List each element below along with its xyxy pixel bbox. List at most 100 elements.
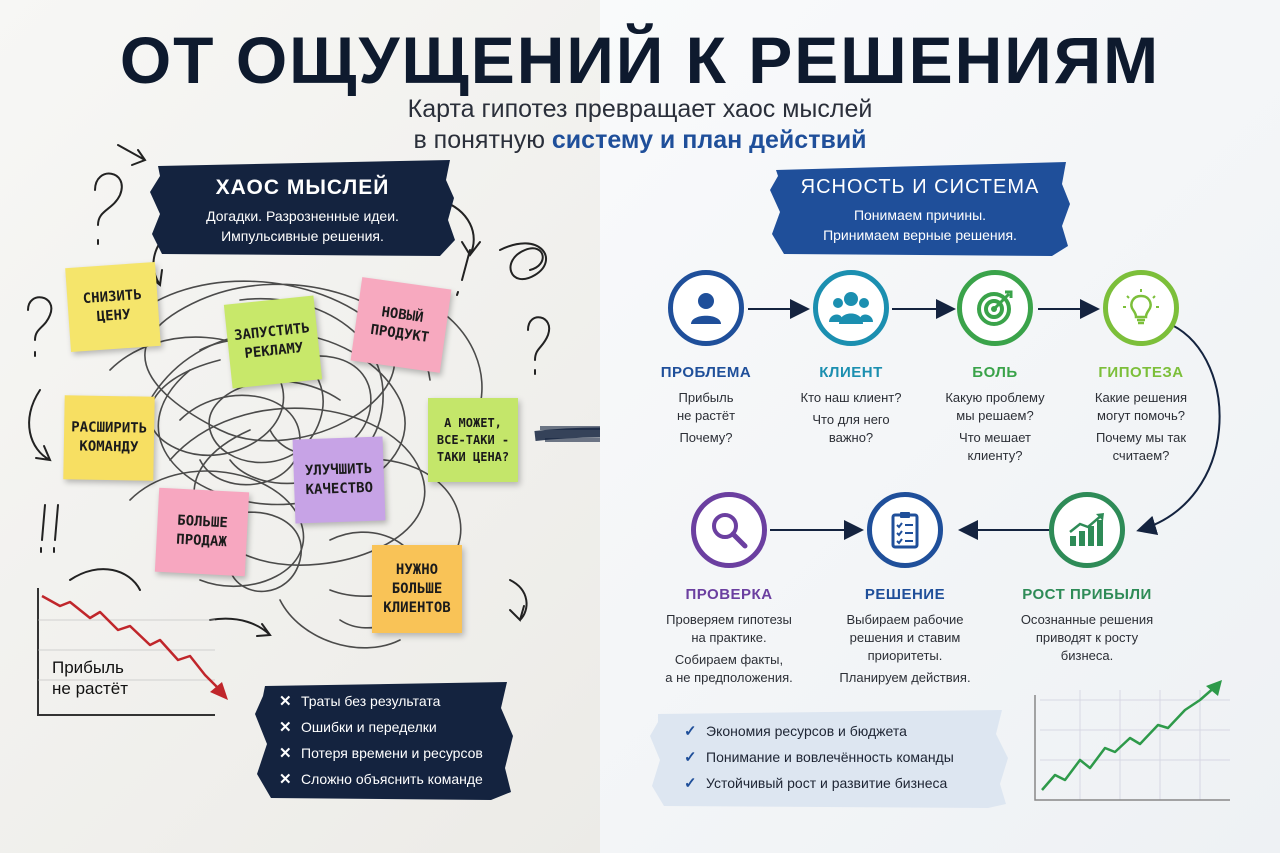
- step-circle: [1103, 270, 1179, 346]
- step-label: ГИПОТЕЗА: [1098, 364, 1184, 381]
- clarity-header-line-1: Понимаем причины.: [853, 207, 987, 223]
- step-circle: [691, 492, 767, 568]
- magnifier-icon: [712, 513, 748, 549]
- step-desc-line: Какую проблему: [945, 390, 1045, 405]
- problem-item: ✕ Траты без результата: [279, 688, 483, 714]
- step-desc-line: Почему?: [679, 430, 733, 445]
- problems-panel: ✕ Траты без результата ✕ Ошибки и переделк…: [255, 680, 515, 800]
- step-circle: [668, 270, 744, 346]
- subtitle-line-2-start: в понятную: [413, 126, 552, 154]
- step-desc-line: не растёт: [676, 408, 736, 423]
- benefit-item: ✓ Экономия ресурсов и бюджета: [684, 718, 954, 744]
- problem-text: Ошибки и переделки: [301, 719, 437, 735]
- subtitle-highlight: систему и план действий: [551, 126, 867, 154]
- step-desc-line: на практике.: [691, 630, 767, 645]
- step-client: КЛИЕНТ Кто наш клиент? Что для него важн…: [776, 270, 926, 451]
- step-profit-growth: РОСТ ПРИБЫЛИ Осознанные решения приводят…: [1012, 492, 1162, 669]
- step-desc-line: решения и ставим: [849, 630, 961, 645]
- problems-brush-stroke: [255, 682, 513, 800]
- step-description: Осознанные решения приводят к росту бизн…: [1012, 611, 1162, 665]
- benefits-brush-stroke: [650, 710, 1008, 808]
- chaos-header-panel: ХАОС МЫСЛЕЙ Догадки. Разрозненные идеи. …: [150, 158, 455, 258]
- user-icon: [691, 293, 721, 324]
- profit-chart-label: Прибыль не растёт: [52, 657, 128, 699]
- step-label: ПРОВЕРКА: [685, 586, 773, 603]
- benefits-panel: ✓ Экономия ресурсов и бюджета ✓ Понимание …: [650, 708, 1010, 808]
- problem-item: ✕ Сложно объяснить команде: [279, 766, 483, 792]
- step-desc-line: клиенту?: [967, 448, 1023, 463]
- step-label: КЛИЕНТ: [819, 364, 883, 381]
- check-icon: ✓: [684, 775, 697, 792]
- step-problem: ПРОБЛЕМА Прибыль не растёт Почему?: [631, 270, 781, 451]
- benefit-text: Понимание и вовлечённость команды: [706, 749, 954, 765]
- cross-icon: ✕: [279, 693, 292, 710]
- step-desc-line: Почему мы так: [1095, 430, 1187, 445]
- benefits-list: ✓ Экономия ресурсов и бюджета ✓ Понимание …: [684, 718, 954, 796]
- step-desc-line: приоритеты.: [867, 648, 943, 663]
- check-icon: ✓: [684, 723, 697, 740]
- step-desc-line: считаем?: [1112, 448, 1170, 463]
- step-desc-line: мы решаем?: [956, 408, 1034, 423]
- step-desc-line: важно?: [828, 430, 874, 445]
- problem-text: Траты без результата: [301, 693, 441, 709]
- step-desc-line: Что мешает: [959, 430, 1031, 445]
- target-icon: [977, 290, 1013, 326]
- subtitle-line-1: Карта гипотез превращает хаос мыслей: [407, 95, 873, 123]
- problem-text: Сложно объяснить команде: [301, 771, 483, 787]
- step-desc-line: Планируем действия.: [839, 670, 971, 685]
- step-desc-line: Что для него: [812, 412, 890, 427]
- step-desc-line: Осознанные решения: [1020, 612, 1154, 627]
- chaos-header-line-2: Импульсивные решения.: [221, 228, 384, 244]
- group-icon: [829, 292, 873, 324]
- sticky-note: А может, все-таки - таки цена?: [428, 398, 518, 482]
- step-label: БОЛЬ: [972, 364, 1018, 381]
- step-description: Кто наш клиент? Что для него важно?: [776, 389, 926, 447]
- step-circle: [867, 492, 943, 568]
- chaos-header-line-1: Догадки. Разрозненные идеи.: [206, 208, 399, 224]
- problem-item: ✕ Ошибки и переделки: [279, 714, 483, 740]
- cross-icon: ✕: [279, 719, 292, 736]
- profit-label-line-1: Прибыль: [52, 658, 124, 677]
- step-circle: [813, 270, 889, 346]
- step-description: Прибыль не растёт Почему?: [631, 389, 781, 447]
- step-circle: [1049, 492, 1125, 568]
- step-label: РОСТ ПРИБЫЛИ: [1022, 586, 1152, 603]
- step-desc-line: Выбираем рабочие: [846, 612, 964, 627]
- clarity-header-panel: ЯСНОСТЬ И СИСТЕМА Понимаем причины. Прин…: [770, 160, 1070, 256]
- chaos-header-title: ХАОС МЫСЛЕЙ: [215, 176, 390, 199]
- step-label: РЕШЕНИЕ: [864, 586, 946, 603]
- benefit-item: ✓ Понимание и вовлечённость команды: [684, 744, 954, 770]
- benefit-text: Экономия ресурсов и бюджета: [706, 723, 907, 739]
- step-hypothesis: ГИПОТЕЗА Какие решения могут помочь? Поч…: [1066, 270, 1216, 469]
- profit-label-line-2: не растёт: [52, 679, 129, 698]
- cross-icon: ✕: [279, 771, 292, 788]
- step-description: Какую проблему мы решаем? Что мешает кли…: [920, 389, 1070, 465]
- step-description: Проверяем гипотезы на практике. Собираем…: [654, 611, 804, 687]
- step-pain: БОЛЬ Какую проблему мы решаем? Что мешае…: [920, 270, 1070, 469]
- clarity-header-title: ЯСНОСТЬ И СИСТЕМА: [800, 176, 1040, 198]
- page-title: ОТ ОЩУЩЕНИЙ К РЕШЕНИЯМ: [119, 23, 1161, 97]
- chaos-brush-stroke: [150, 160, 455, 256]
- step-desc-line: Собираем факты,: [674, 652, 784, 667]
- step-desc-line: Кто наш клиент?: [800, 390, 902, 405]
- growth-chart-icon: [1069, 513, 1104, 546]
- problems-list: ✕ Траты без результата ✕ Ошибки и переделк…: [279, 688, 483, 792]
- problem-item: ✕Потеря времени и ресурсов: [279, 740, 483, 766]
- page-subtitle: Карта гипотез превращает хаос мыслей в п…: [0, 94, 1280, 156]
- step-desc-line: а не предположения.: [665, 670, 793, 685]
- step-desc-line: Какие решения: [1094, 390, 1188, 405]
- sticky-note: Нужно больше клиентов: [372, 545, 462, 633]
- checklist-icon: [891, 512, 919, 549]
- step-desc-line: могут помочь?: [1097, 408, 1185, 423]
- step-desc-line: бизнеса.: [1060, 648, 1114, 663]
- step-description: Какие решения могут помочь? Почему мы та…: [1066, 389, 1216, 465]
- clarity-brush-stroke: [770, 162, 1070, 256]
- step-verification: ПРОВЕРКА Проверяем гипотезы на практике.…: [654, 492, 804, 691]
- step-description: Выбираем рабочие решения и ставим приори…: [830, 611, 980, 687]
- check-icon: ✓: [684, 749, 697, 766]
- step-label: ПРОБЛЕМА: [660, 364, 752, 381]
- step-circle: [957, 270, 1033, 346]
- step-decision: РЕШЕНИЕ Выбираем рабочие решения и стави…: [830, 492, 980, 691]
- lightbulb-icon: [1123, 289, 1159, 325]
